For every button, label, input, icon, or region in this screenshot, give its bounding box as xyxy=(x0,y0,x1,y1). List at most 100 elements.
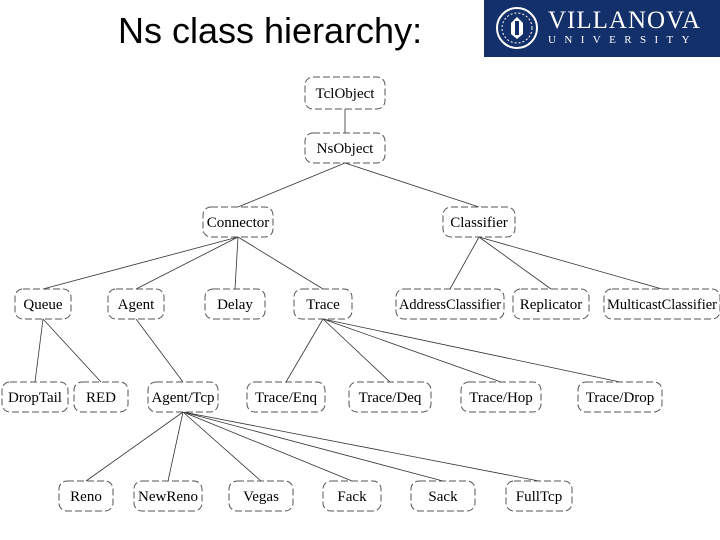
node-box-addressclassifier xyxy=(395,288,505,320)
edge-connector-trace xyxy=(237,236,324,290)
edge-agenttcp-newreno xyxy=(167,411,184,482)
node-label-red: RED xyxy=(86,390,116,406)
node-box-delay xyxy=(204,288,266,320)
node-label-vegas: Vegas xyxy=(243,489,279,505)
node-reno: Reno xyxy=(58,480,114,512)
node-addressclassifier: AddressClassifier xyxy=(395,288,505,320)
node-multicastclassifier: MulticastClassifier xyxy=(603,288,720,320)
slide-title: Ns class hierarchy: xyxy=(118,10,423,51)
node-label-newreno: NewReno xyxy=(138,489,198,505)
node-label-trace: Trace xyxy=(306,297,340,313)
edge-classifier-multicastclassifier xyxy=(478,236,663,290)
node-nsobject: NsObject xyxy=(304,132,386,164)
node-tracehop: Trace/Hop xyxy=(460,381,542,413)
node-box-reno xyxy=(58,480,114,512)
node-sack: Sack xyxy=(410,480,476,512)
node-label-reno: Reno xyxy=(70,489,102,505)
node-delay: Delay xyxy=(204,288,266,320)
node-fack: Fack xyxy=(322,480,382,512)
edge-agenttcp-reno xyxy=(85,411,184,482)
node-label-classifier: Classifier xyxy=(450,215,508,231)
node-label-addressclassifier: AddressClassifier xyxy=(399,297,501,313)
logo-subtitle: UNIVERSITY xyxy=(548,34,698,46)
node-box-agent xyxy=(107,288,165,320)
node-box-red xyxy=(73,381,129,413)
node-classifier: Classifier xyxy=(442,206,516,238)
node-fulltcp: FullTcp xyxy=(505,480,573,512)
node-traceenq: Trace/Enq xyxy=(246,381,326,413)
node-label-multicastclassifier: MulticastClassifier xyxy=(607,297,717,313)
edge-classifier-replicator xyxy=(478,236,552,290)
node-trace: Trace xyxy=(293,288,353,320)
node-tclobject: TclObject xyxy=(304,76,386,110)
edges xyxy=(34,109,663,482)
node-label-fack: Fack xyxy=(337,489,367,505)
university-logo: VILLANOVA UNIVERSITY xyxy=(484,0,720,57)
seal-icon xyxy=(496,7,538,49)
node-label-delay: Delay xyxy=(217,297,253,313)
edge-classifier-addressclassifier xyxy=(449,236,480,290)
edge-trace-tracedeq xyxy=(322,318,391,383)
node-box-agenttcp xyxy=(147,381,219,413)
node-queue: Queue xyxy=(14,288,72,320)
node-tracedrop: Trace/Drop xyxy=(577,381,663,413)
node-box-sack xyxy=(410,480,476,512)
node-replicator: Replicator xyxy=(512,288,590,320)
node-agent: Agent xyxy=(107,288,165,320)
node-box-nsobject xyxy=(304,132,386,164)
node-box-newreno xyxy=(133,480,203,512)
edge-trace-traceenq xyxy=(285,318,324,383)
node-label-fulltcp: FullTcp xyxy=(516,489,562,505)
node-label-connector: Connector xyxy=(207,215,269,231)
node-label-tclobject: TclObject xyxy=(316,86,376,102)
edge-queue-red xyxy=(42,318,102,383)
node-label-tracedeq: Trace/Deq xyxy=(359,390,422,406)
node-box-tracehop xyxy=(460,381,542,413)
node-droptail: DropTail xyxy=(1,381,69,413)
edge-connector-agent xyxy=(135,236,239,290)
node-box-traceenq xyxy=(246,381,326,413)
node-tracedeq: Trace/Deq xyxy=(348,381,432,413)
node-box-queue xyxy=(14,288,72,320)
edge-trace-tracedrop xyxy=(322,318,621,383)
node-box-tclobject xyxy=(304,76,386,110)
node-vegas: Vegas xyxy=(228,480,294,512)
edge-agenttcp-fulltcp xyxy=(182,411,540,482)
edge-agenttcp-fack xyxy=(182,411,353,482)
node-label-nsobject: NsObject xyxy=(317,141,374,157)
node-box-droptail xyxy=(1,381,69,413)
node-label-traceenq: Trace/Enq xyxy=(255,390,317,406)
node-box-classifier xyxy=(442,206,516,238)
node-box-tracedeq xyxy=(348,381,432,413)
edge-agenttcp-sack xyxy=(182,411,444,482)
node-label-agent: Agent xyxy=(118,297,155,313)
node-red: RED xyxy=(73,381,129,413)
node-label-tracedrop: Trace/Drop xyxy=(586,390,655,406)
node-label-tracehop: Trace/Hop xyxy=(469,390,533,406)
edge-connector-delay xyxy=(234,236,239,290)
node-box-trace xyxy=(293,288,353,320)
node-agenttcp: Agent/Tcp xyxy=(147,381,219,413)
node-label-agenttcp: Agent/Tcp xyxy=(151,390,214,406)
node-label-queue: Queue xyxy=(23,297,62,313)
edge-queue-droptail xyxy=(34,318,44,383)
node-box-fulltcp xyxy=(505,480,573,512)
edge-connector-queue xyxy=(42,236,239,290)
node-label-droptail: DropTail xyxy=(8,390,62,406)
edge-agenttcp-vegas xyxy=(182,411,262,482)
node-box-fack xyxy=(322,480,382,512)
node-label-sack: Sack xyxy=(428,489,458,505)
node-newreno: NewReno xyxy=(133,480,203,512)
node-box-multicastclassifier xyxy=(603,288,720,320)
node-label-replicator: Replicator xyxy=(520,297,582,313)
edge-trace-tracehop xyxy=(322,318,502,383)
node-box-replicator xyxy=(512,288,590,320)
node-box-vegas xyxy=(228,480,294,512)
edge-nsobject-classifier xyxy=(344,162,480,208)
logo-name: VILLANOVA xyxy=(548,7,701,34)
node-connector: Connector xyxy=(202,206,274,238)
edge-agent-agenttcp xyxy=(135,318,184,383)
